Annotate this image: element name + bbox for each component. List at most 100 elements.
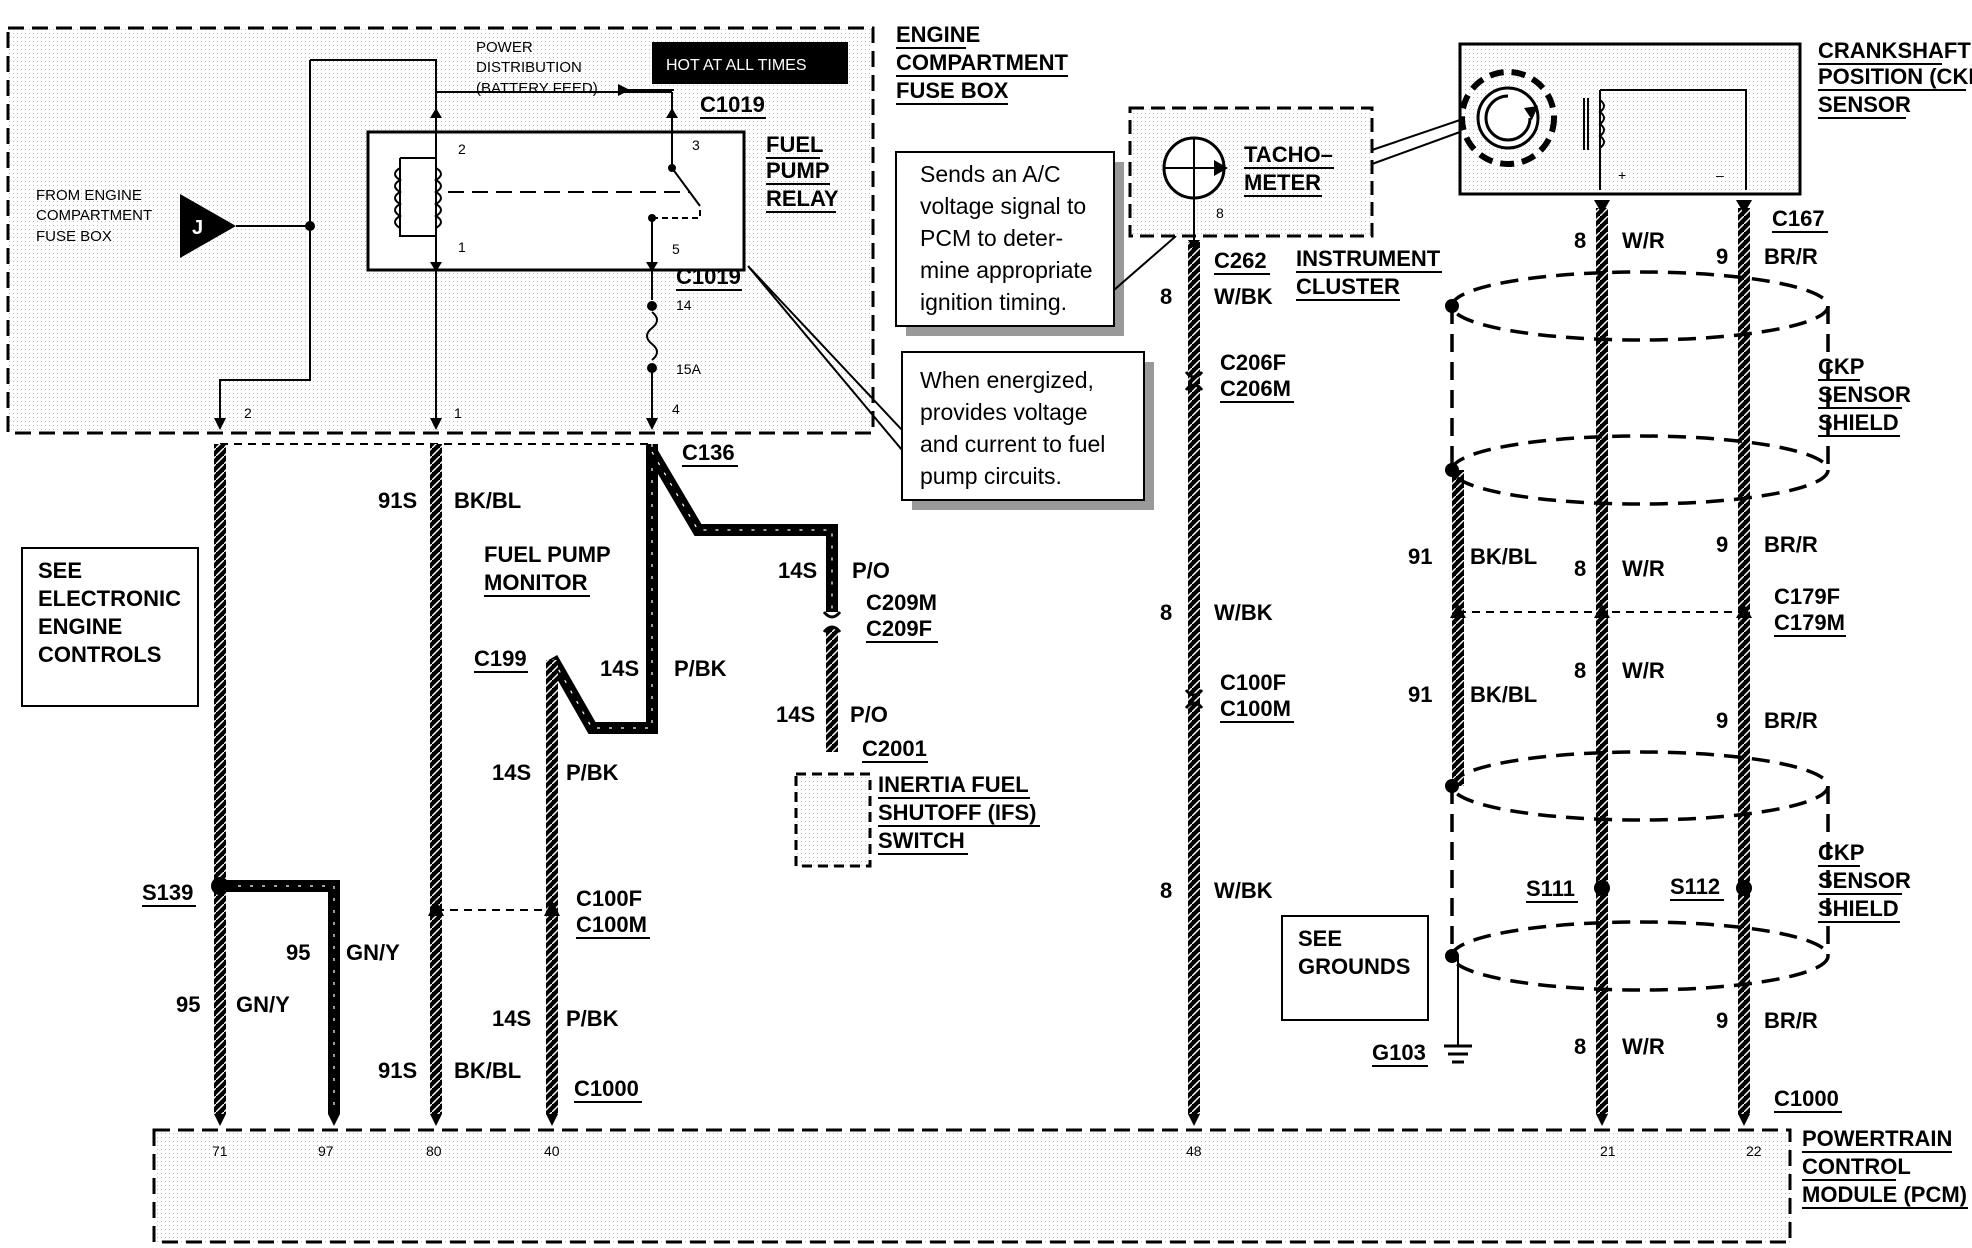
g103-ground: G103 bbox=[1372, 956, 1472, 1067]
fuse-box-pin-2: 2 bbox=[244, 405, 252, 421]
fuel-pump-monitor-label-2: MONITOR bbox=[484, 570, 588, 595]
ifs-label-3: SWITCH bbox=[878, 828, 965, 853]
power-dist-label-1: POWER bbox=[476, 39, 533, 56]
fuse-box-label-3: FUSE BOX bbox=[896, 78, 1009, 103]
ckp-minus: – bbox=[1716, 167, 1724, 183]
pcm-pin-22: 22 bbox=[1746, 1143, 1762, 1159]
ac-note-line-5: ignition timing. bbox=[920, 289, 1067, 315]
wire-label-pbk-c: P/BK bbox=[566, 1006, 619, 1031]
ckp-shield-upper-label-2: SENSOR bbox=[1818, 382, 1911, 407]
from-engine-label-1: FROM ENGINE bbox=[36, 187, 142, 204]
s112-splice bbox=[1736, 880, 1752, 896]
c100m-tach-label: C100M bbox=[1220, 696, 1291, 721]
fuel-pump-relay: 2 3 1 5 FUEL PUMP RELAY C1019 C1019 bbox=[366, 92, 839, 291]
wire-label-8-tach-c: 8 bbox=[1160, 878, 1172, 903]
see-grounds-line-2: GROUNDS bbox=[1298, 954, 1410, 979]
fuse-box-label-1: ENGINE bbox=[896, 22, 980, 47]
wire-91s-bkbl bbox=[430, 444, 442, 1114]
power-distribution: POWER DISTRIBUTION (BATTERY FEED) HOT AT… bbox=[476, 39, 848, 97]
relay-label-3: RELAY bbox=[766, 186, 839, 211]
wire-label-pbk-a: P/BK bbox=[674, 656, 727, 681]
tachometer: TACHO– METER 8 bbox=[1128, 106, 1374, 250]
wire-label-wr-b: W/R bbox=[1622, 556, 1665, 581]
c136-label: C136 bbox=[682, 440, 735, 465]
wire-14s-po bbox=[826, 628, 838, 752]
wire-label-bkbl-top: BK/BL bbox=[454, 488, 521, 513]
ifs-switch bbox=[794, 772, 872, 868]
wire-label-9-brr-a: 9 bbox=[1716, 244, 1728, 269]
s111-label: S111 bbox=[1526, 876, 1575, 901]
ckp-shield-lower bbox=[1450, 750, 1830, 992]
pcm-pin-40: 40 bbox=[544, 1143, 560, 1159]
main-wires bbox=[214, 208, 1750, 1114]
power-dist-label-3: (BATTERY FEED) bbox=[476, 80, 598, 97]
wire-label-9-brr-d: 9 bbox=[1716, 1008, 1728, 1033]
relay-pin-1: 1 bbox=[458, 239, 466, 255]
wire-label-po-a: P/O bbox=[852, 558, 890, 583]
instrument-cluster-label-2: CLUSTER bbox=[1296, 274, 1400, 299]
see-grounds-line-1: SEE bbox=[1298, 926, 1342, 951]
c1019-top-label: C1019 bbox=[700, 92, 765, 117]
relay-label-2: PUMP bbox=[766, 158, 830, 183]
ckp-sensor: + – CRANKSHAFT POSITION (CKP) SENSOR bbox=[1371, 38, 1972, 214]
wire-label-14s-c: 14S bbox=[492, 1006, 531, 1031]
wire-label-91-b: 91 bbox=[1408, 682, 1432, 707]
wire-label-91s-top: 91S bbox=[378, 488, 417, 513]
wire-label-95-a: 95 bbox=[176, 992, 200, 1017]
ckp-plus: + bbox=[1618, 167, 1626, 183]
g103-label: G103 bbox=[1372, 1040, 1426, 1065]
crankshaft-gear-icon bbox=[1459, 69, 1557, 167]
wire-8-wr bbox=[1596, 208, 1608, 1114]
relay-pin-5: 5 bbox=[672, 241, 680, 257]
see-eec-line-3: ENGINE bbox=[38, 614, 122, 639]
tachometer-label-1: TACHO– bbox=[1244, 142, 1333, 167]
fuse-box-pin-1: 1 bbox=[454, 405, 462, 421]
energized-line-4: pump circuits. bbox=[920, 463, 1062, 489]
pcm-pin-48: 48 bbox=[1186, 1143, 1202, 1159]
wire-label-14s-a: 14S bbox=[600, 656, 639, 681]
j-symbol: FROM ENGINE COMPARTMENT FUSE BOX J bbox=[36, 187, 315, 258]
wire-95-gny bbox=[214, 444, 226, 1114]
fuse-box-pin-4: 4 bbox=[672, 401, 680, 417]
see-eec-line-4: CONTROLS bbox=[38, 642, 161, 667]
c262-label: C262 bbox=[1214, 248, 1267, 273]
c206f-label: C206F bbox=[1220, 350, 1286, 375]
ifs-label-2: SHUTOFF (IFS) bbox=[878, 800, 1036, 825]
ckp-label-3: SENSOR bbox=[1818, 92, 1911, 117]
pcm-label-3: MODULE (PCM) bbox=[1802, 1182, 1967, 1207]
c100f-mid-label: C100F bbox=[576, 886, 642, 911]
ckp-label-2: POSITION (CKP) bbox=[1818, 64, 1972, 89]
s111-splice bbox=[1594, 880, 1610, 896]
from-engine-label-2: COMPARTMENT bbox=[36, 207, 152, 224]
wire-label-wbk-a: W/BK bbox=[1214, 284, 1273, 309]
fuse-number: 14 bbox=[676, 297, 692, 313]
energized-note: When energized, provides voltage and cur… bbox=[747, 265, 1154, 510]
wire-label-91-a: 91 bbox=[1408, 544, 1432, 569]
energized-line-3: and current to fuel bbox=[920, 431, 1105, 457]
c209f-label: C209F bbox=[866, 616, 932, 641]
c199-label: C199 bbox=[474, 646, 527, 671]
wire-label-pbk-b: P/BK bbox=[566, 760, 619, 785]
relay-pin-3: 3 bbox=[692, 137, 700, 153]
fuel-pump-monitor-label-1: FUEL PUMP bbox=[484, 542, 611, 567]
wire-label-8-wr-d: 8 bbox=[1574, 1034, 1586, 1059]
relay-label-1: FUEL bbox=[766, 132, 823, 157]
wire-label-brr-c: BR/R bbox=[1764, 708, 1818, 733]
c2001-label: C2001 bbox=[862, 736, 927, 761]
s139-label: S139 bbox=[142, 880, 193, 905]
wire-label-bkbl-shield-a: BK/BL bbox=[1470, 544, 1537, 569]
ckp-shield-lower-label-2: SENSOR bbox=[1818, 868, 1911, 893]
wire-label-8-wr-b: 8 bbox=[1574, 556, 1586, 581]
hot-at-all-times-box bbox=[652, 42, 848, 84]
fuse-14: 14 15A 2 1 4 bbox=[214, 297, 702, 430]
c167-label: C167 bbox=[1772, 206, 1825, 231]
wire-14s-pbk bbox=[546, 660, 558, 1114]
pcm-label-1: POWERTRAIN bbox=[1802, 1126, 1952, 1151]
s139-splice bbox=[211, 877, 229, 895]
wire-label-po-b: P/O bbox=[850, 702, 888, 727]
ckp-shield-upper bbox=[1450, 270, 1830, 506]
pcm-pin-97: 97 bbox=[318, 1143, 334, 1159]
wire-label-9-brr-c: 9 bbox=[1716, 708, 1728, 733]
ckp-shield-upper-label-1: CKP bbox=[1818, 354, 1864, 379]
